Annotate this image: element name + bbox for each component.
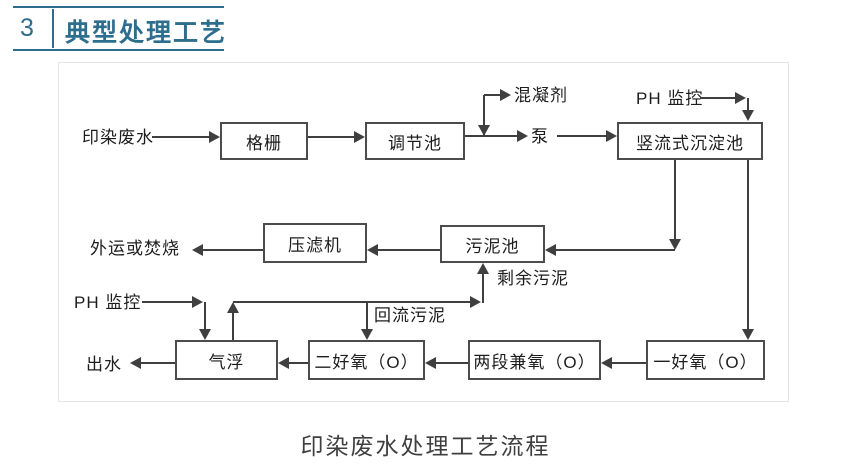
section-title: 典型处理工艺 (65, 19, 228, 47)
line-ph-left-line (142, 301, 195, 303)
arrowhead-into-sludge-tank-right (545, 244, 556, 256)
node-vertical-flow-settler: 竖流式沉淀池 (617, 122, 763, 160)
line-ph-left-drop (204, 302, 206, 331)
arrowhead-sludge-elbow-down (669, 239, 681, 250)
section-number: 3 (20, 14, 34, 42)
header-bottom-rule (13, 49, 224, 51)
arrowhead-ph-left-elbow (192, 296, 203, 308)
line-facultative-to-aerobic2 (435, 362, 468, 364)
header-top-rule (13, 6, 224, 8)
arrowhead-to-disposal (192, 244, 203, 256)
label-ph-monitor-top: PH 监控 (636, 89, 704, 108)
label-disposal: 外运或焚烧 (90, 239, 180, 258)
line-return-sludge-run (233, 301, 472, 303)
header-divider (52, 9, 54, 48)
arrowhead-return-line-end (470, 296, 481, 308)
line-pump-to-settler (557, 135, 608, 137)
node-grid: 格栅 (220, 122, 308, 160)
line-ph-top-line (700, 97, 740, 99)
line-aerobic1-to-facultative (611, 362, 646, 364)
arrowhead-into-flotation-top (199, 329, 211, 340)
node-sludge-tank: 污泥池 (440, 225, 545, 263)
line-equalization-out (465, 135, 519, 137)
arrowhead-to-coagulant (500, 89, 511, 101)
arrowhead-into-press (367, 244, 378, 256)
arrowhead-ph-top-elbow (735, 92, 746, 104)
arrowhead-into-equalization (354, 131, 365, 143)
line-excess-sludge-riser (482, 272, 484, 303)
label-excess-sludge: 剩余污泥 (497, 269, 569, 288)
arrowhead-into-settler-left (606, 130, 617, 142)
line-sludge-to-press (376, 249, 440, 251)
arrowhead-into-aerobic2-right (425, 357, 436, 369)
arrowhead-into-aerobic2-top (361, 329, 373, 340)
arrowhead-to-pump (517, 130, 528, 142)
line-return-sludge-drop (366, 302, 368, 331)
arrowhead-into-flotation-right (278, 357, 289, 369)
node-aerobic-2: 二好氧（O） (308, 340, 425, 380)
node-aerobic-1: 一好氧（O） (646, 340, 765, 380)
arrowhead-into-grid (209, 131, 220, 143)
label-ph-monitor-left: PH 监控 (74, 293, 142, 312)
arrowhead-coagulant-junction-down (478, 125, 490, 136)
arrowhead-flotation-riser-up (227, 302, 239, 313)
arrowhead-into-sludge-tank-bottom (477, 263, 489, 274)
node-air-flotation: 气浮 (175, 340, 278, 380)
line-press-to-disposal (201, 249, 263, 251)
arrowhead-into-aerobic1-top (742, 329, 754, 340)
line-aerobic2-to-flotation (288, 362, 308, 364)
line-coagulant-riser (483, 95, 485, 136)
line-settler-water-drop (747, 160, 749, 331)
line-settler-sludge-run (554, 249, 675, 251)
arrowhead-into-facultative-right (601, 357, 612, 369)
arrowhead-into-settler-top (742, 110, 754, 121)
figure-caption: 印染废水处理工艺流程 (300, 433, 551, 459)
node-equalization-tank: 调节池 (365, 122, 465, 160)
line-coagulant-spur (484, 94, 502, 96)
node-filter-press: 压滤机 (263, 223, 367, 263)
line-flotation-riser (232, 311, 234, 340)
label-effluent: 出水 (86, 355, 122, 374)
label-return-sludge: 回流污泥 (374, 306, 446, 325)
line-grid-to-equalization (308, 136, 357, 138)
line-flotation-to-outlet (139, 362, 175, 364)
label-influent: 印染废水 (82, 128, 154, 147)
line-ph-top-drop (747, 98, 749, 113)
line-inlet-to-grid (152, 136, 210, 138)
node-two-stage-facultative: 两段兼氧（O） (468, 340, 601, 380)
label-pump: 泵 (531, 127, 549, 146)
arrowhead-to-outlet (130, 357, 141, 369)
line-settler-sludge-drop (674, 160, 676, 241)
label-coagulant: 混凝剂 (514, 86, 568, 105)
